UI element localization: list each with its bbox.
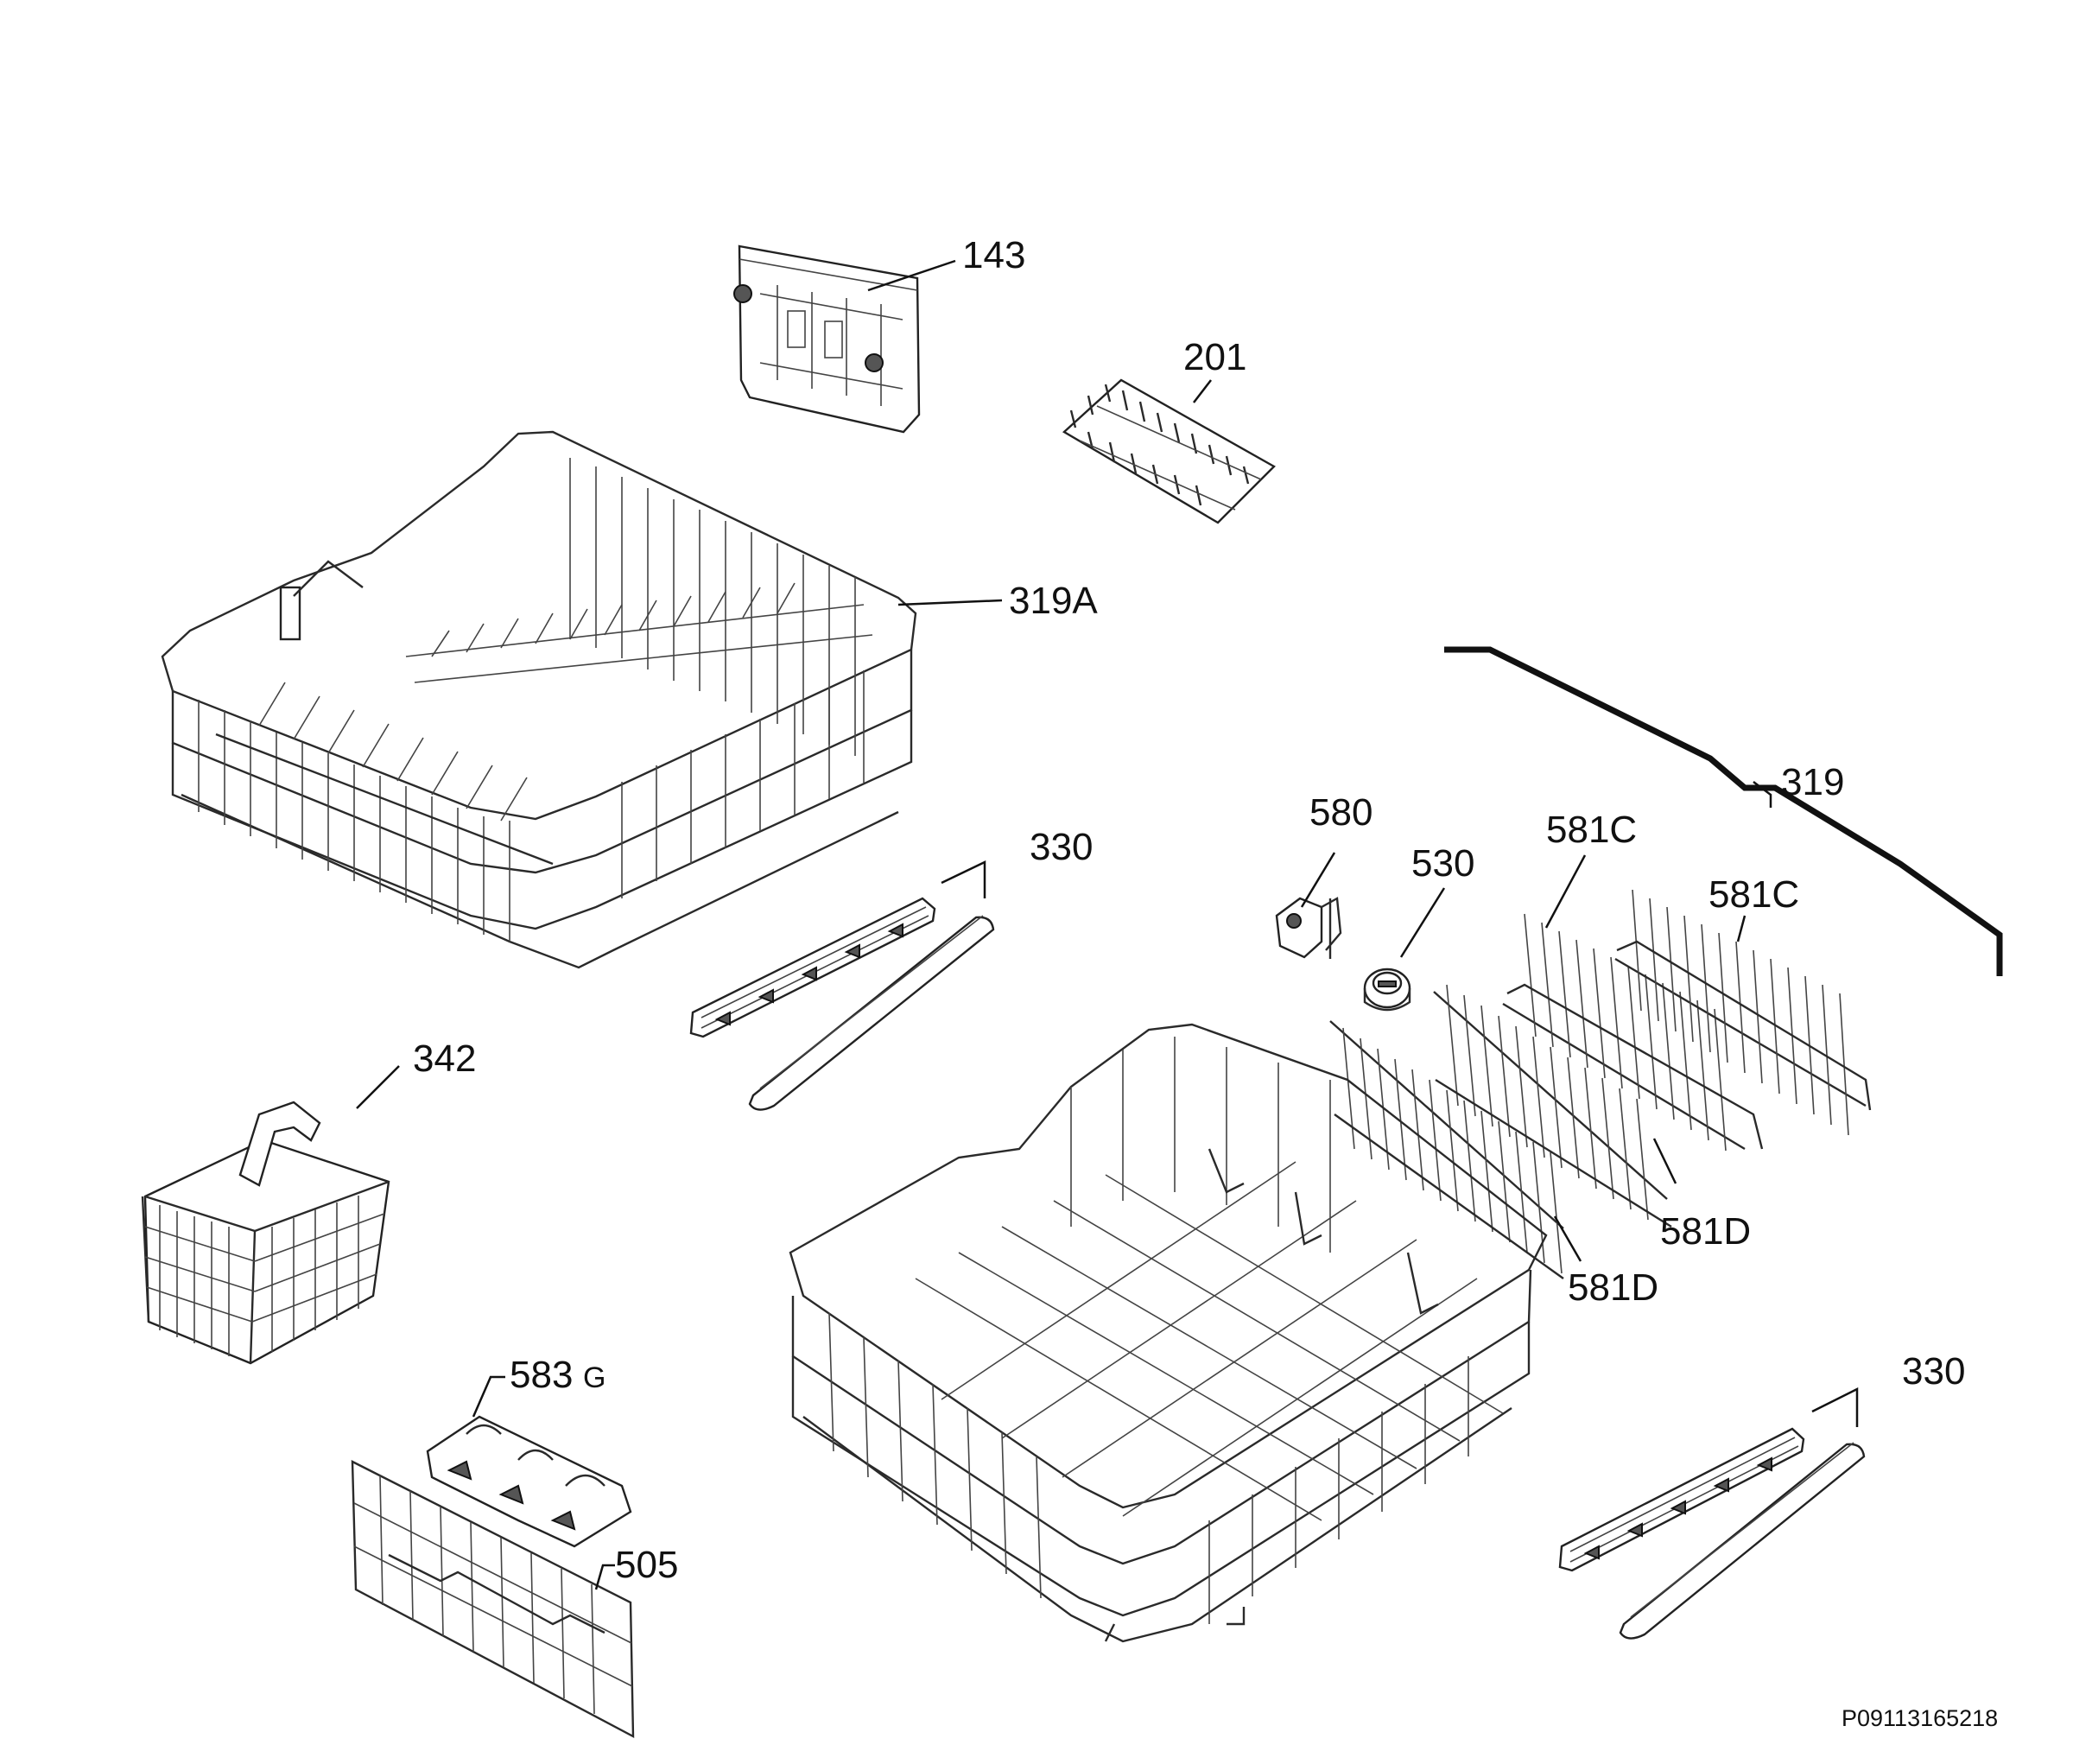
- part-330-rail-bottom: [1558, 1427, 1866, 1640]
- part-530-wheel: [1363, 968, 1411, 1012]
- label-319: 319: [1781, 761, 1844, 803]
- label-143: 143: [962, 234, 1025, 276]
- label-581D-right: 581D: [1660, 1210, 1751, 1253]
- label-505: 505: [615, 1544, 678, 1586]
- label-342: 342: [413, 1037, 476, 1080]
- label-583: 583: [510, 1354, 573, 1396]
- part-505-wire-panel: [351, 1460, 635, 1739]
- label-330-top: 330: [1030, 826, 1093, 868]
- label-583-suffix: G: [583, 1361, 605, 1394]
- label-581D-left: 581D: [1568, 1266, 1658, 1309]
- lower-basket: [789, 1023, 1548, 1643]
- label-580: 580: [1309, 791, 1372, 834]
- part-319A-upper-basket: [161, 430, 917, 969]
- part-580-clip: [1275, 897, 1342, 959]
- part-330-rail-top: [689, 897, 995, 1111]
- part-581-tine-rows: [1329, 889, 1872, 1279]
- label-530: 530: [1411, 842, 1474, 885]
- label-330-bottom: 330: [1902, 1350, 1965, 1393]
- part-143-roller-bracket: [733, 244, 921, 434]
- part-319-rail: [1444, 646, 2003, 976]
- label-581C-right: 581C: [1708, 873, 1799, 916]
- part-583G-cup-holder: [426, 1415, 632, 1548]
- label-581C-left: 581C: [1546, 809, 1637, 851]
- label-319A: 319A: [1009, 580, 1098, 622]
- drawing-code: P09113165218: [1842, 1705, 1998, 1731]
- label-201: 201: [1183, 336, 1246, 378]
- part-201-prong-insert: [1062, 378, 1276, 524]
- part-342-cutlery-basket: [141, 1101, 390, 1365]
